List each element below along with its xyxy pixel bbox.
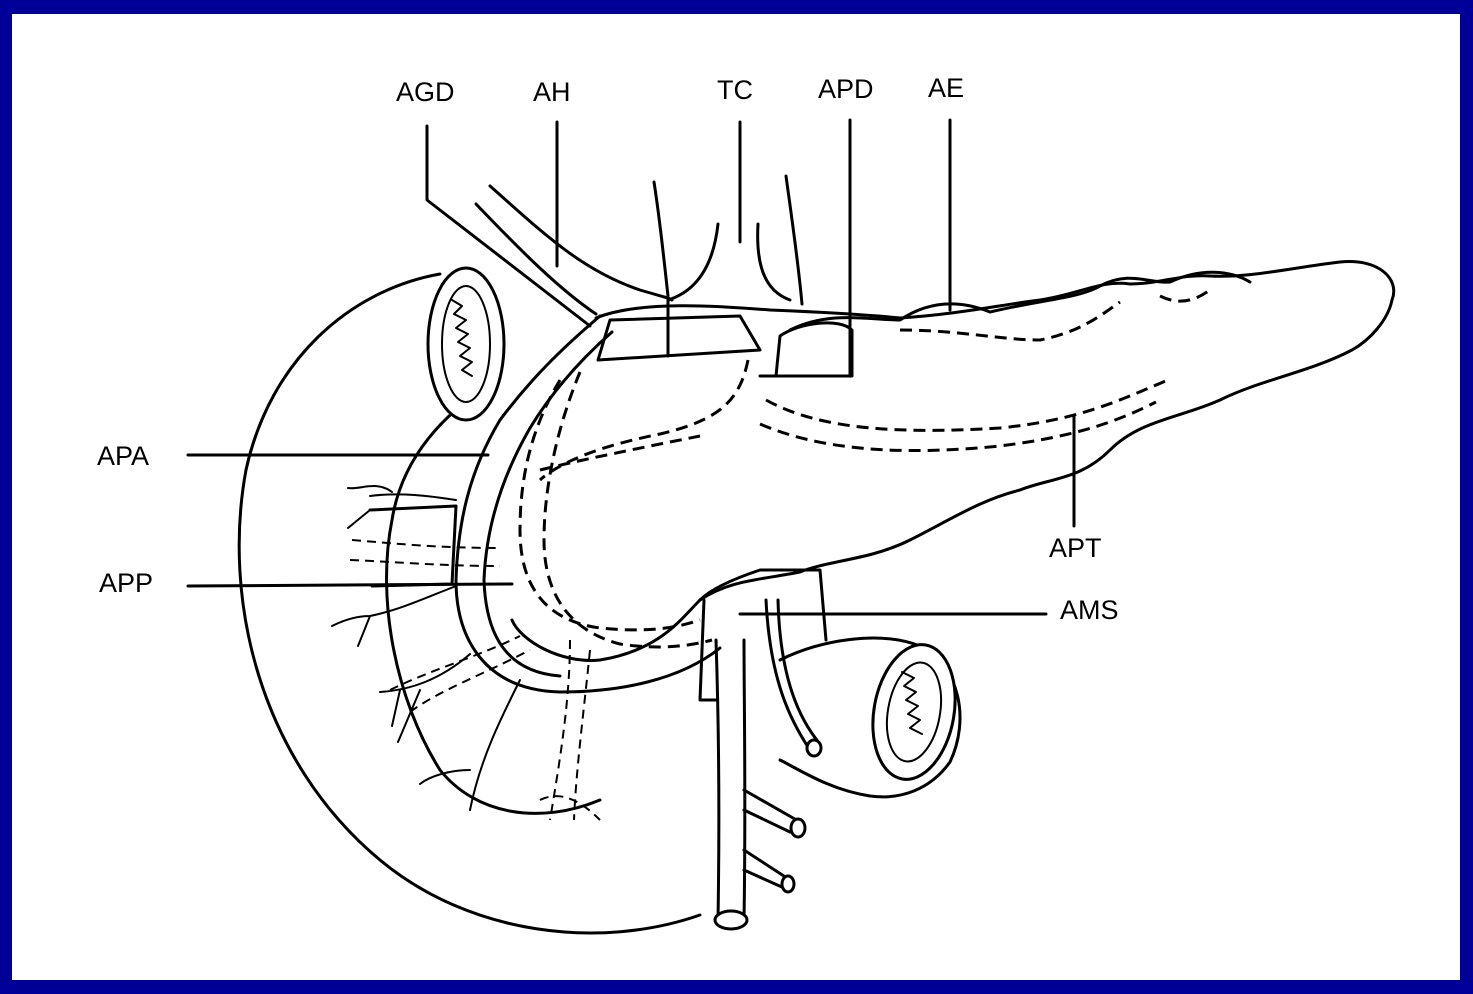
gastroduodenal-artery-inner — [484, 332, 612, 676]
label-apa: APA — [97, 441, 149, 471]
sma-branch-2-end — [782, 876, 794, 892]
common-hepatic-artery — [490, 186, 672, 300]
sma-branch-3-end — [807, 740, 821, 756]
label-ams: AMS — [1060, 595, 1119, 625]
body-dashed-branch — [540, 436, 700, 470]
dorsal-pancreatic-artery — [540, 360, 748, 480]
splenic-artery-start — [786, 176, 802, 304]
sma-branch-1-end — [791, 819, 805, 837]
leader-apd — [760, 120, 850, 376]
duodenal-branch-dashed-2 — [350, 560, 500, 566]
label-ae: AE — [928, 73, 964, 103]
label-ah: AH — [533, 77, 571, 107]
transverse-pancreatic-artery-lower — [760, 402, 1156, 451]
dorsal-pancreatic-box — [776, 323, 852, 376]
pancreas-neck-lower-edge — [512, 600, 700, 660]
inferior-pd-dashed-1 — [550, 640, 570, 820]
duodenum-inner-border — [387, 378, 600, 813]
label-agd: AGD — [396, 77, 455, 107]
arterial-arcade-box — [598, 316, 760, 360]
duodenal-branch-2 — [332, 586, 456, 646]
sma-cut-end — [715, 911, 747, 929]
duodenal-branch-4 — [420, 680, 520, 810]
posterior-arcade-dashed — [544, 372, 712, 647]
leader-app — [188, 584, 512, 586]
label-app: APP — [99, 568, 153, 598]
pancreas-arterial-diagram: AGD AH TC APD AE APA APP APT AMS — [12, 14, 1460, 980]
sma-left-edge — [700, 600, 716, 700]
sma-root — [700, 570, 826, 640]
duodenal-lumen-upper — [428, 268, 504, 420]
duodenal-branch-dashed-1 — [352, 540, 500, 548]
duodenal-branch-3 — [380, 654, 470, 742]
tail-dashed-branch-2 — [1160, 290, 1210, 301]
label-tc: TC — [717, 75, 753, 105]
superior-mesenteric-artery — [716, 640, 745, 920]
diagram-canvas: AGD AH TC APD AE APA APP APT AMS — [12, 14, 1460, 980]
sma-branch-3 — [766, 600, 820, 750]
label-apd: APD — [818, 74, 874, 104]
label-apt: APT — [1049, 533, 1102, 563]
celiac-trunk — [668, 224, 790, 300]
inferior-pd-dashed-3 — [540, 796, 600, 820]
left-gastric-artery — [654, 182, 668, 296]
inferior-pd-dashed-2 — [574, 650, 590, 820]
